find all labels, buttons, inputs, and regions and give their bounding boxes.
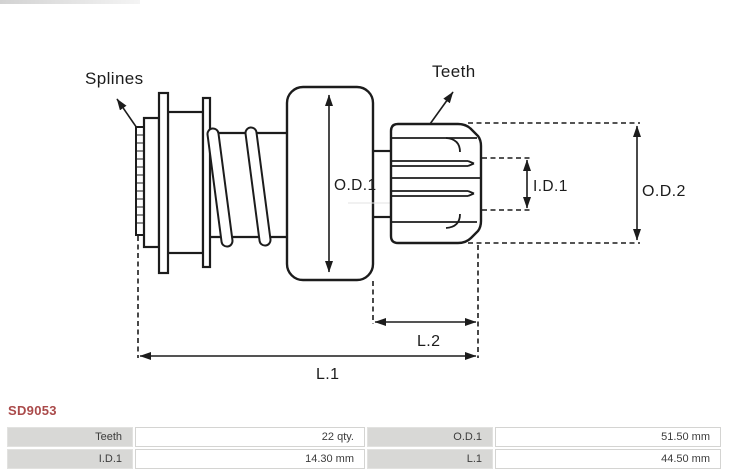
drive-hub-and-flanges xyxy=(157,91,212,275)
spec-table: Teeth 22 qty. O.D.1 51.50 mm I.D.1 14.30… xyxy=(7,427,721,469)
spec-value-id1: 14.30 mm xyxy=(135,449,365,469)
spec-value-l1: 44.50 mm xyxy=(495,449,721,469)
od2-label: O.D.2 xyxy=(642,183,686,200)
l2-dimension: L.2 xyxy=(374,318,477,350)
id1-label: I.D.1 xyxy=(533,178,568,195)
drive-diagram-svg: Splines Teeth xyxy=(85,62,686,383)
spec-label-teeth: Teeth xyxy=(7,427,133,447)
rear-flange xyxy=(201,96,212,269)
pinion-teeth-lines xyxy=(392,137,480,229)
part-code: SD9053 xyxy=(8,403,57,418)
splines-label: Splines xyxy=(85,69,144,88)
coil-spring xyxy=(206,126,272,248)
construction-lines xyxy=(137,122,640,358)
hub-cylinder xyxy=(166,110,205,255)
teeth-leader: Teeth xyxy=(429,62,476,125)
spec-label-od1: O.D.1 xyxy=(367,427,493,447)
id1-dimension: I.D.1 xyxy=(523,159,568,209)
clutch-barrel: O.D.1 xyxy=(285,85,393,282)
l2-label: L.2 xyxy=(417,333,440,350)
spec-label-l1: L.1 xyxy=(367,449,493,469)
l1-dimension: L.1 xyxy=(139,352,477,383)
spec-value-od1: 51.50 mm xyxy=(495,427,721,447)
technical-drawing: Splines Teeth xyxy=(85,62,686,383)
splines-leader: Splines xyxy=(85,69,144,132)
screenshot-edge-artifact xyxy=(0,0,140,4)
od2-dimension: O.D.2 xyxy=(633,125,686,241)
pinion-gear xyxy=(389,122,483,245)
splined-shaft-end xyxy=(135,116,161,249)
spec-label-id1: I.D.1 xyxy=(7,449,133,469)
teeth-label: Teeth xyxy=(432,62,476,81)
od1-label: O.D.1 xyxy=(334,177,376,194)
front-flange xyxy=(157,91,170,275)
l1-label: L.1 xyxy=(316,366,339,383)
spec-value-teeth: 22 qty. xyxy=(135,427,365,447)
